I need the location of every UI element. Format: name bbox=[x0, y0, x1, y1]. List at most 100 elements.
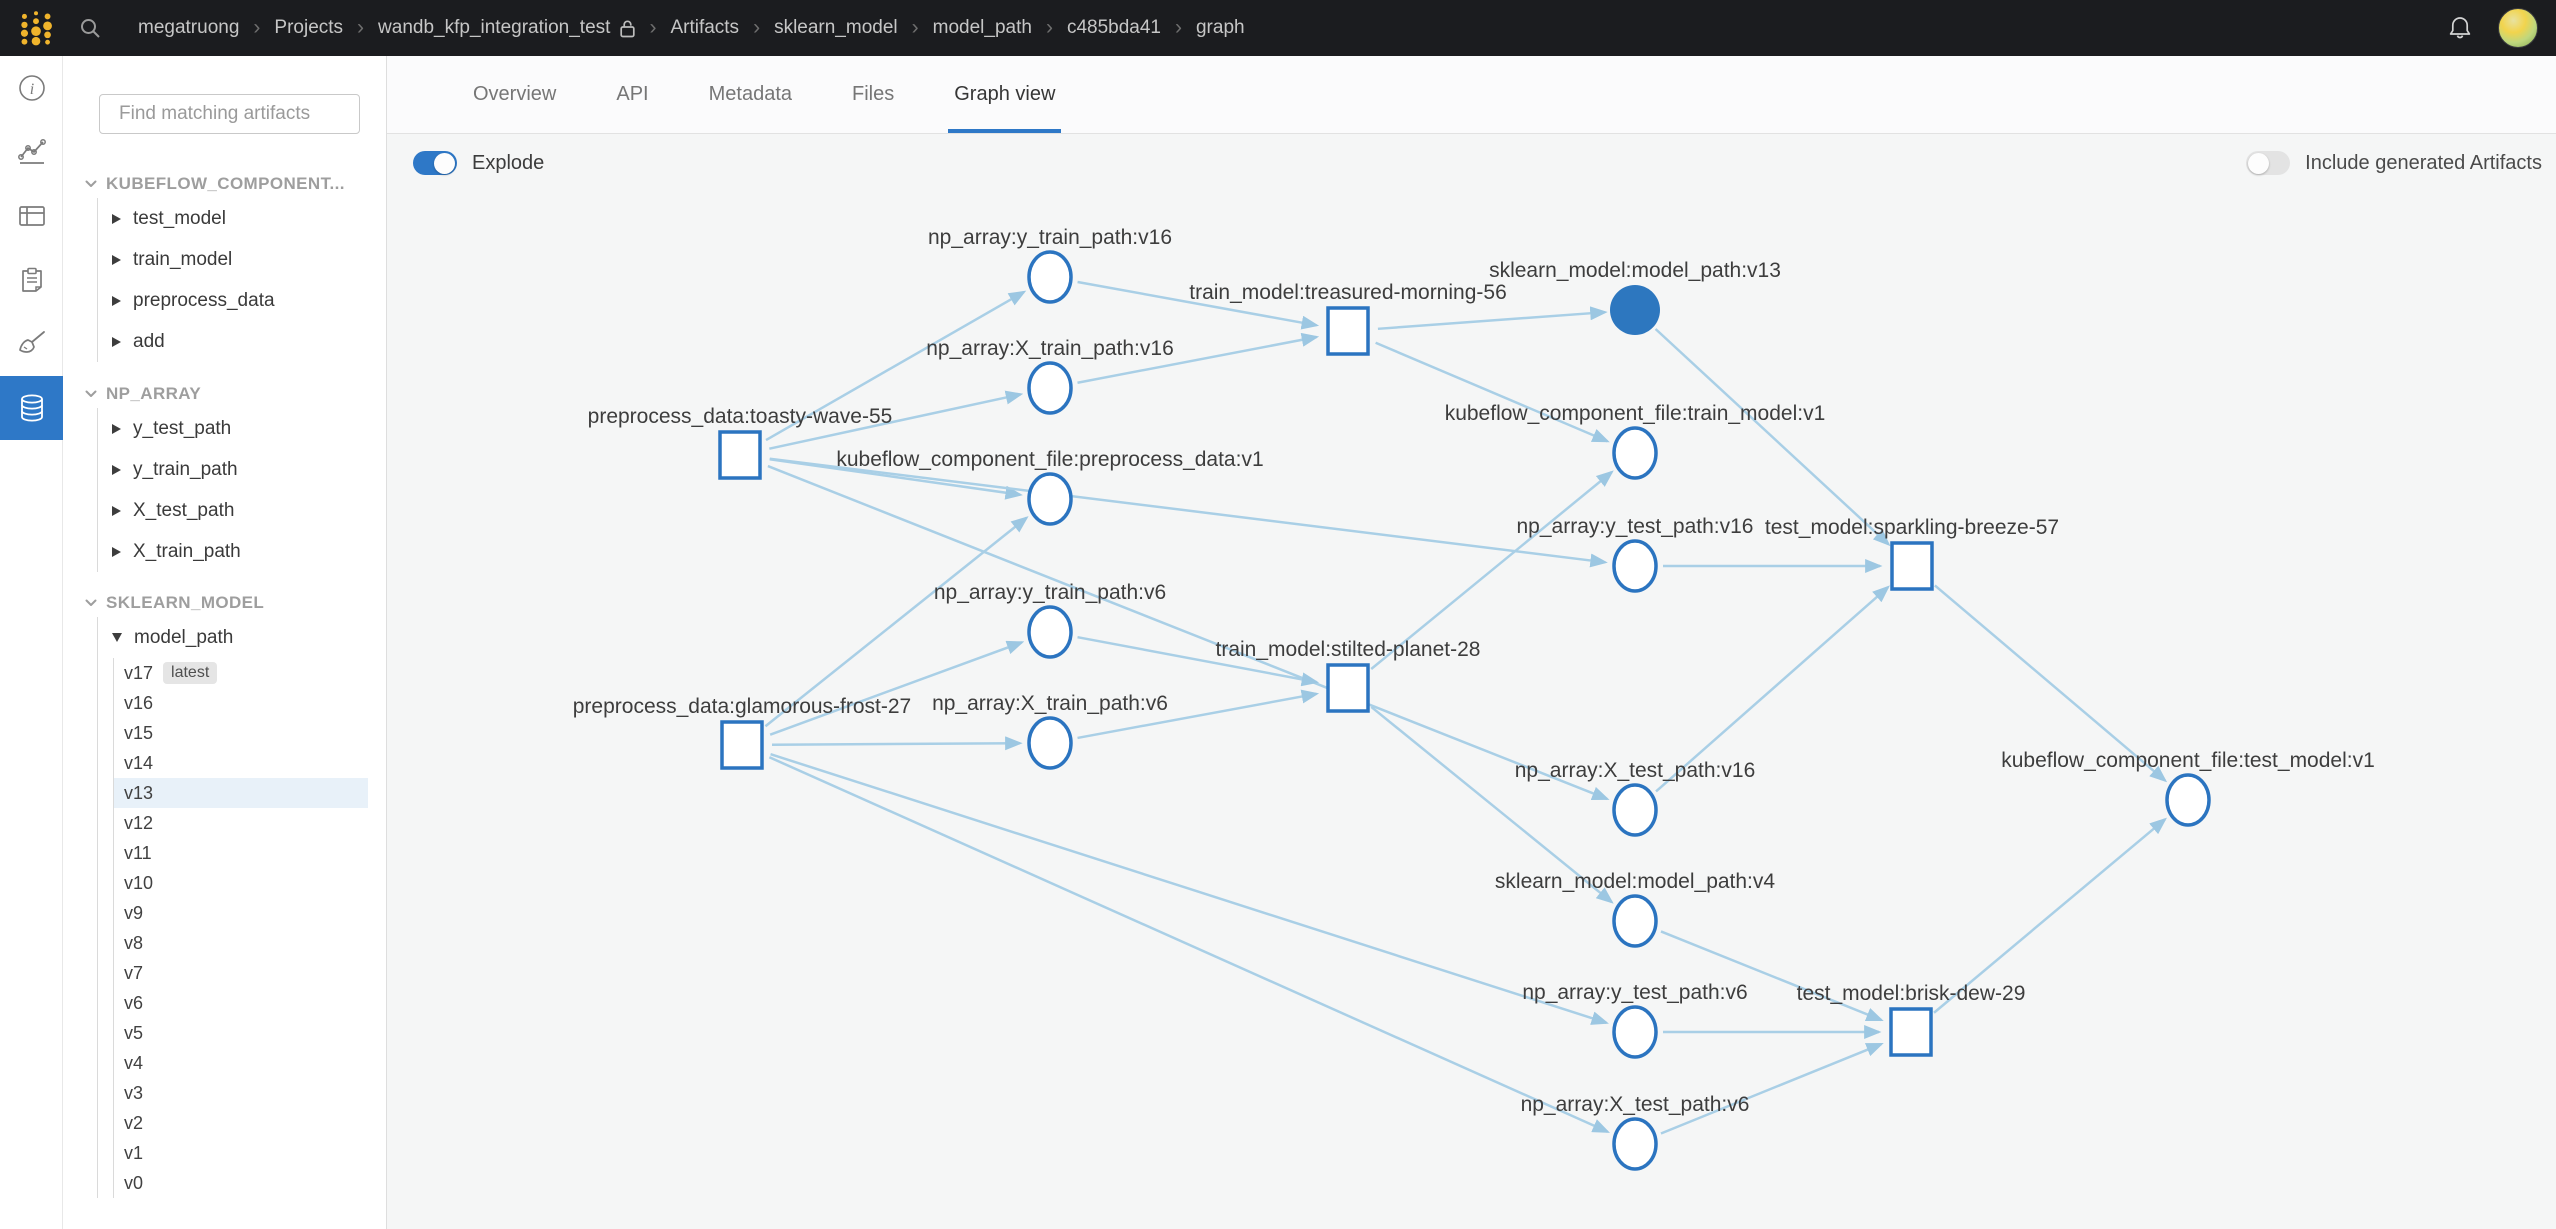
version-item-v9[interactable]: v9 bbox=[114, 898, 368, 928]
global-search-button[interactable] bbox=[78, 16, 102, 40]
graph-node-glamorous[interactable] bbox=[720, 720, 764, 770]
graph-edge-y_train_v6-stilted bbox=[1077, 635, 1320, 687]
version-label: v10 bbox=[124, 872, 154, 893]
graph-node-label-X_test_v6: np_array:X_test_path:v6 bbox=[1521, 1093, 1750, 1116]
version-item-v7[interactable]: v7 bbox=[114, 958, 368, 988]
tab-metadata[interactable]: Metadata bbox=[708, 83, 792, 105]
breadcrumb-separator: › bbox=[1174, 16, 1182, 39]
tree-item-test_model[interactable]: test_model bbox=[98, 198, 386, 239]
tab-api[interactable]: API bbox=[616, 83, 649, 105]
tab-graph-view[interactable]: Graph view bbox=[948, 56, 1062, 133]
graph-node-kcf_train[interactable] bbox=[1612, 426, 1658, 480]
version-item-v11[interactable]: v11 bbox=[114, 838, 368, 868]
graph-node-toasty[interactable] bbox=[718, 430, 762, 480]
graph-node-y_train_v16[interactable] bbox=[1027, 250, 1073, 304]
breadcrumb-separator: › bbox=[1045, 16, 1053, 39]
graph-node-brisk[interactable] bbox=[1889, 1007, 1933, 1057]
tree-item-X_train_path[interactable]: X_train_path bbox=[98, 531, 386, 572]
version-item-v16[interactable]: v16 bbox=[114, 688, 368, 718]
tree-section-header[interactable]: KUBEFLOW_COMPONENT... bbox=[85, 170, 386, 198]
lock-icon bbox=[620, 20, 636, 37]
rail-item-charts[interactable] bbox=[0, 120, 63, 184]
graph-node-X_train_v6[interactable] bbox=[1027, 716, 1073, 770]
explode-toggle[interactable] bbox=[413, 151, 457, 175]
breadcrumb-item[interactable]: wandb_kfp_integration_test bbox=[378, 17, 611, 38]
breadcrumb-item[interactable]: c485bda41 bbox=[1066, 17, 1161, 38]
search-icon bbox=[81, 19, 100, 38]
include-generated-toggle[interactable] bbox=[2246, 151, 2291, 175]
graph-node-X_test_v6[interactable] bbox=[1612, 1117, 1658, 1171]
graph-node-sparkling[interactable] bbox=[1890, 541, 1934, 591]
triangle-right-icon bbox=[112, 336, 121, 347]
breadcrumb-item[interactable]: model_path bbox=[932, 17, 1032, 38]
search-input[interactable] bbox=[119, 103, 364, 125]
rail-item-info[interactable]: i bbox=[0, 56, 63, 120]
tree-item-model_path[interactable]: model_path bbox=[98, 617, 386, 658]
breadcrumb-item[interactable]: Projects bbox=[274, 17, 344, 38]
graph-controls: Explode Include generated Artifacts bbox=[413, 151, 2542, 175]
version-item-v8[interactable]: v8 bbox=[114, 928, 368, 958]
version-item-v2[interactable]: v2 bbox=[114, 1108, 368, 1138]
tree-item-train_model[interactable]: train_model bbox=[98, 239, 386, 280]
wandb-logo-icon[interactable] bbox=[16, 7, 56, 49]
breadcrumb-separator: › bbox=[911, 16, 919, 39]
graph-edge-X_train_v16-treasured bbox=[1077, 332, 1320, 384]
version-item-v14[interactable]: v14 bbox=[114, 748, 368, 778]
section-label: KUBEFLOW_COMPONENT... bbox=[106, 174, 345, 193]
user-avatar[interactable] bbox=[2498, 8, 2538, 48]
graph-node-y_train_v6[interactable] bbox=[1027, 605, 1073, 659]
breadcrumb-item[interactable]: megatruong bbox=[138, 17, 240, 38]
rail-item-tables[interactable] bbox=[0, 184, 63, 248]
section-label: NP_ARRAY bbox=[106, 384, 202, 403]
version-item-v13[interactable]: v13 bbox=[114, 778, 368, 808]
graph-node-label-toasty: preprocess_data:toasty-wave-55 bbox=[588, 405, 893, 428]
tree-item-y_test_path[interactable]: y_test_path bbox=[98, 408, 386, 449]
rail-item-artifacts[interactable] bbox=[0, 376, 63, 440]
version-item-v15[interactable]: v15 bbox=[114, 718, 368, 748]
tree-item-preprocess_data[interactable]: preprocess_data bbox=[98, 280, 386, 321]
graph-edge-X_test_v6-brisk bbox=[1660, 1042, 1884, 1135]
top-navbar: megatruong › Projects › wandb_kfp_integratio… bbox=[0, 0, 2556, 56]
rail-item-sweeps[interactable] bbox=[0, 312, 63, 376]
graph-edge-model_v4-brisk bbox=[1660, 930, 1884, 1022]
graph-node-model_v4[interactable] bbox=[1612, 894, 1658, 948]
version-item-v6[interactable]: v6 bbox=[114, 988, 368, 1018]
notifications-bell-icon[interactable] bbox=[2446, 14, 2474, 42]
graph-node-y_test_v6[interactable] bbox=[1612, 1005, 1658, 1059]
tree-section-header[interactable]: NP_ARRAY bbox=[85, 380, 386, 408]
graph-node-X_train_v16[interactable] bbox=[1027, 361, 1073, 415]
graph-node-kcf_test[interactable] bbox=[2165, 773, 2211, 827]
chevron-down-icon bbox=[85, 599, 97, 606]
tree-item-y_train_path[interactable]: y_train_path bbox=[98, 449, 386, 490]
version-item-v3[interactable]: v3 bbox=[114, 1078, 368, 1108]
breadcrumb-item[interactable]: sklearn_model bbox=[774, 17, 898, 38]
breadcrumb-item[interactable]: graph bbox=[1195, 17, 1245, 38]
version-item-v10[interactable]: v10 bbox=[114, 868, 368, 898]
tree-section-header[interactable]: SKLEARN_MODEL bbox=[85, 589, 386, 617]
graph-node-treasured[interactable] bbox=[1326, 306, 1370, 356]
tab-overview[interactable]: Overview bbox=[473, 83, 557, 105]
tab-files[interactable]: Files bbox=[852, 83, 895, 105]
version-item-v5[interactable]: v5 bbox=[114, 1018, 368, 1048]
breadcrumb-item[interactable]: Artifacts bbox=[670, 17, 740, 38]
tree-item-add[interactable]: add bbox=[98, 321, 386, 362]
artifact-tabbar: Overview API Metadata Files Graph view bbox=[387, 56, 2556, 134]
graph-node-label-y_train_v16: np_array:y_train_path:v16 bbox=[928, 226, 1172, 249]
graph-node-X_test_v16[interactable] bbox=[1612, 783, 1658, 837]
version-item-v0[interactable]: v0 bbox=[114, 1168, 368, 1198]
graph-edge-y_train_v16-treasured bbox=[1077, 280, 1320, 330]
graph-node-y_test_v16[interactable] bbox=[1612, 539, 1658, 593]
rail-item-reports[interactable] bbox=[0, 248, 63, 312]
graph-node-kcf_pre[interactable] bbox=[1027, 472, 1073, 526]
version-item-v12[interactable]: v12 bbox=[114, 808, 368, 838]
tree-item-X_test_path[interactable]: X_test_path bbox=[98, 490, 386, 531]
version-item-v4[interactable]: v4 bbox=[114, 1048, 368, 1078]
graph-edge-treasured-model_v13 bbox=[1377, 306, 1608, 331]
version-item-v1[interactable]: v1 bbox=[114, 1138, 368, 1168]
graph-node-model_v13[interactable] bbox=[1610, 285, 1660, 335]
graph-node-stilted[interactable] bbox=[1326, 663, 1370, 713]
info-icon: i bbox=[18, 75, 45, 101]
